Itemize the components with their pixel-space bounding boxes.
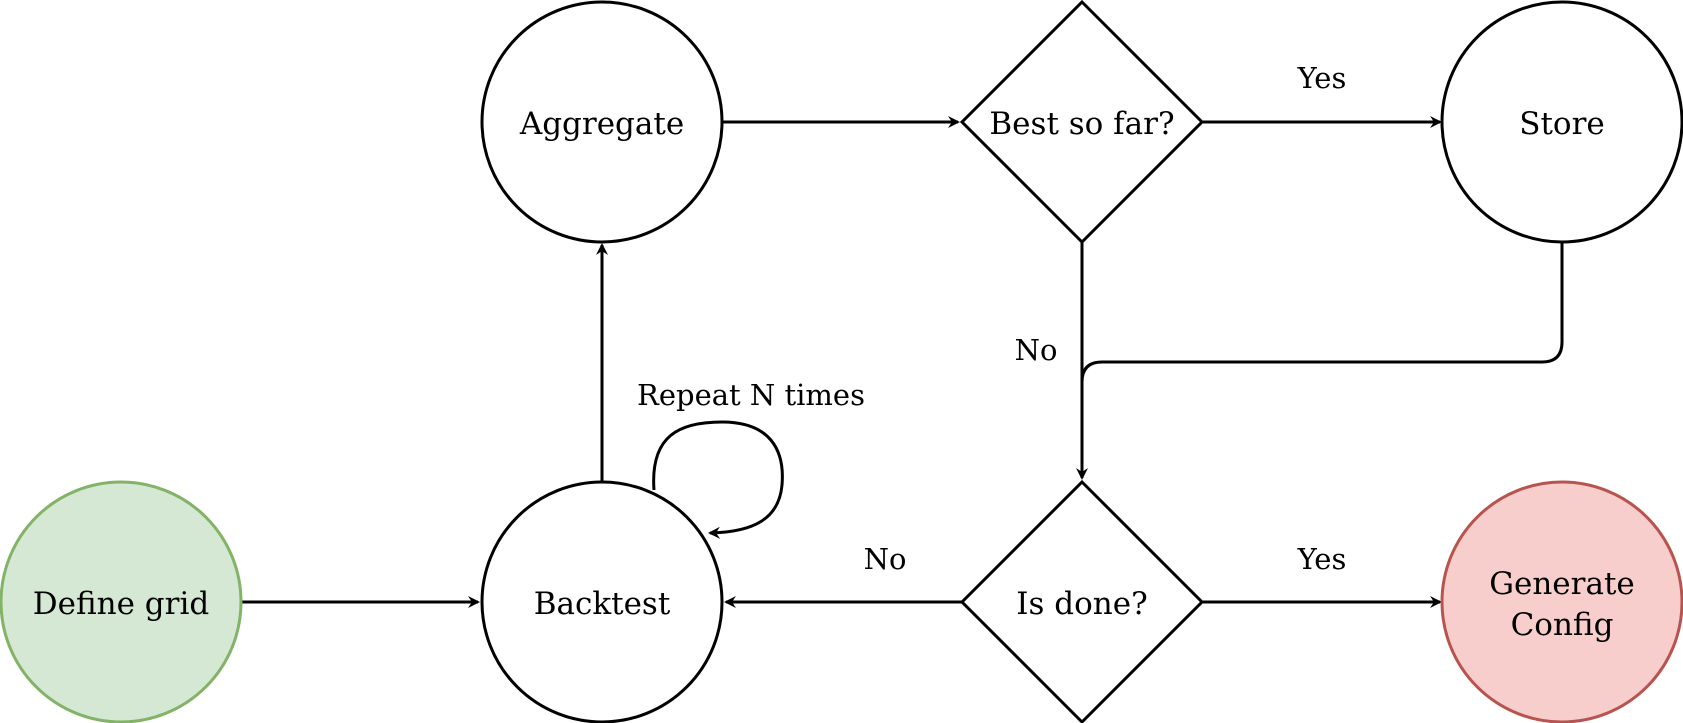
- node-define-grid-shape: [0, 480, 243, 723]
- node-aggregate-label: Aggregate: [519, 106, 684, 142]
- node-generate-config-label-line1: Generate: [1489, 566, 1635, 602]
- node-best-so-far-shape: [959, 0, 1205, 245]
- node-aggregate-shape: [480, 0, 724, 244]
- node-is-done-shape: [959, 479, 1205, 723]
- node-store-label: Store: [1519, 106, 1605, 142]
- node-backtest-label: Backtest: [534, 586, 671, 622]
- node-backtest-shape: [480, 480, 724, 723]
- node-generate-config-label-line2: Config: [1511, 607, 1614, 643]
- edge-label-repeat: Repeat N times: [637, 378, 865, 412]
- edge-backtest-self-loop: [652, 420, 784, 539]
- edge-label-best-yes: Yes: [1297, 61, 1347, 95]
- node-is-done-label: Is done?: [1016, 586, 1147, 622]
- node-store-shape: [1440, 0, 1683, 244]
- edge-label-done-yes: Yes: [1297, 542, 1347, 576]
- edge-label-done-no: No: [864, 542, 907, 576]
- edge-label-best-no: No: [1015, 333, 1058, 367]
- node-generate-config-shape: [1440, 480, 1683, 723]
- node-define-grid-label: Define grid: [33, 586, 209, 622]
- edge-store-to-isdone: [1080, 242, 1564, 478]
- node-best-so-far-label: Best so far?: [989, 106, 1174, 142]
